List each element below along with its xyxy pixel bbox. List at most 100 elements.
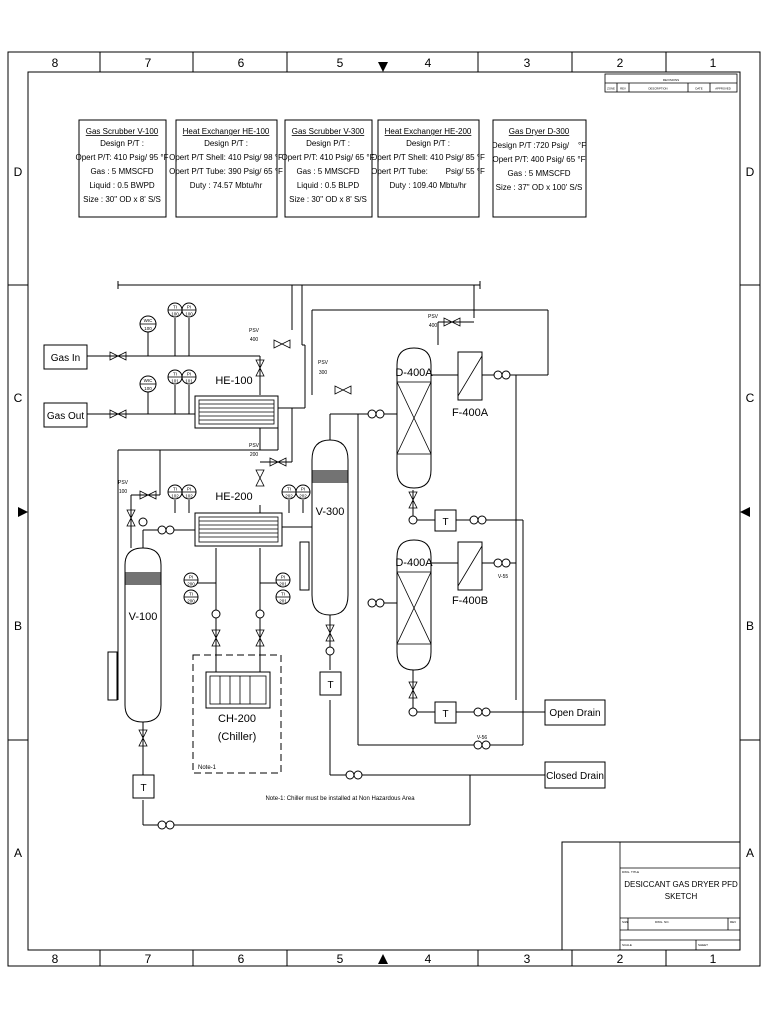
title-block-label: SHEET: [698, 943, 708, 947]
instrument-type: WIC: [144, 318, 153, 323]
valve-tag-v56: V-56: [477, 735, 488, 741]
spec-line: Design P/T :: [306, 139, 350, 148]
instrument-type: PI: [187, 372, 191, 377]
instrument-tag: 100: [144, 326, 152, 331]
instrument-type: TI: [173, 305, 177, 310]
spec-line: Design P/T :720 Psig/ °F: [492, 141, 586, 150]
column-marker: 1: [710, 56, 717, 70]
instrument-type: TI: [281, 592, 285, 597]
row-marker: B: [14, 619, 22, 633]
instrument-pi-200: PI 200: [183, 572, 199, 588]
chiller-note: Note-1: Chiller must be installed at Non…: [265, 796, 415, 802]
spec-line: Liquid : 0.5 BWPD: [89, 181, 155, 190]
row-marker: B: [746, 619, 754, 633]
note-tag: Note-1: [198, 765, 217, 771]
instrument-wic-lower: WIC 100: [139, 375, 157, 393]
spec-box-he100: Heat Exchanger HE-100 Design P/T : Opert…: [169, 119, 283, 218]
equipment-tag: V-100: [129, 611, 158, 623]
spec-line: Gas : 5 MMSCFD: [507, 169, 570, 178]
instrument-ti-200: TI 200: [183, 589, 199, 605]
instrument-ti-201: TI 201: [275, 589, 291, 605]
stream-open-drain: Open Drain: [544, 699, 606, 726]
instrument-type: PI: [281, 575, 285, 580]
column-marker: 4: [425, 56, 432, 70]
column-marker: 2: [617, 952, 624, 966]
instrument-pi-100: PI 100: [181, 302, 197, 318]
equipment-tag: F-400B: [452, 595, 488, 607]
spec-line: Opert P/T: 400 Psig/ 65 °F: [492, 155, 585, 164]
steam-trap-d400b: T: [434, 701, 457, 724]
spec-line: Design P/T :: [406, 139, 450, 148]
equipment-tag: F-400A: [452, 407, 489, 419]
row-marker: D: [746, 165, 755, 179]
instrument-type: TI: [173, 372, 177, 377]
instrument-ti-101: TI 101: [167, 369, 183, 385]
stream-gas-out: Gas Out: [43, 402, 88, 428]
row-marker: C: [746, 391, 755, 405]
instrument-type: PI: [189, 575, 193, 580]
column-marker: 2: [617, 56, 624, 70]
psv-near-he100: PSV 400: [249, 328, 260, 343]
column-marker: 5: [337, 952, 344, 966]
title-block-label: DWG. NO.: [655, 920, 669, 924]
psv-200: PSV 200: [249, 443, 260, 458]
psv-label: PSV: [428, 314, 439, 320]
spec-line: Size : 37" OD x 100' S/S: [496, 183, 583, 192]
column-marker: 7: [145, 952, 152, 966]
trap-label: T: [327, 680, 333, 691]
instrument-tag: 100: [171, 312, 179, 317]
instrument-type: TI: [189, 592, 193, 597]
column-marker: 6: [238, 952, 245, 966]
equipment-tag: V-300: [316, 506, 345, 518]
revision-header: ZONE: [607, 87, 615, 91]
heat-exchanger-he100: HE-100: [194, 375, 279, 429]
title-block-label: SCALE: [622, 943, 632, 947]
equipment-tag: D-400A: [395, 367, 433, 379]
column-markers-bottom: 8 7 6 5 4 3 2 1: [52, 952, 717, 966]
column-marker: 1: [710, 952, 717, 966]
psv-label: PSV: [118, 480, 129, 486]
instrument-type: TI: [173, 487, 177, 492]
spec-box-v300: Gas Scrubber V-300 Design P/T : Opert P/…: [281, 119, 375, 218]
stream-label: Open Drain: [549, 708, 600, 719]
vessel-v300: V-300: [299, 439, 349, 616]
chiller-ch200: CH-200 (Chiller) Note-1: [192, 654, 282, 774]
spec-line: Duty : 109.40 Mbtu/hr: [390, 181, 467, 190]
instrument-type: PI: [301, 487, 305, 492]
instrument-pi-101: PI 101: [181, 369, 197, 385]
instrument-tag: 202: [299, 494, 307, 499]
spec-line: Opert P/T: 410 Psig/ 95 °F: [75, 153, 168, 162]
vessel-v100: V-100: [107, 547, 162, 723]
instrument-tag: 201: [279, 582, 287, 587]
spec-line: Design P/T :: [204, 139, 248, 148]
psv-tag: 400: [429, 323, 438, 329]
equipment-tag: HE-200: [215, 491, 252, 503]
spec-line: Gas Dryer D-300: [509, 127, 570, 136]
psv-tag: 400: [250, 337, 259, 343]
psv-tag: 300: [319, 370, 328, 376]
spec-box-d300: Gas Dryer D-300 Design P/T :720 Psig/ °F…: [492, 119, 587, 218]
instrument-tag: 100: [185, 312, 193, 317]
stream-label: Gas Out: [47, 411, 84, 422]
instrument-tag: 101: [171, 379, 179, 384]
row-marker: C: [14, 391, 23, 405]
instrument-tag: 200: [187, 599, 195, 604]
steam-trap-v100: T: [132, 774, 155, 799]
instrument-tag: 202: [285, 494, 293, 499]
trap-label: T: [140, 783, 146, 794]
spec-box-v100: Gas Scrubber V-100 Design P/T : Opert P/…: [75, 119, 169, 218]
stream-label: Closed Drain: [546, 771, 604, 782]
spec-line: Gas : 5 MMSCFD: [296, 167, 359, 176]
stream-label: Gas In: [51, 353, 80, 364]
instrument-ti-100: TI 100: [167, 302, 183, 318]
drawing-title: DESICCANT GAS DRYER PFD: [624, 880, 738, 889]
steam-trap-d400a: T: [434, 509, 457, 532]
row-markers: D C B A D C B A: [14, 165, 755, 860]
column-marker: 3: [524, 56, 531, 70]
stream-closed-drain: Closed Drain: [544, 761, 606, 789]
spec-line: Opert P/T Tube: 390 Psig/ 65 °F: [169, 167, 283, 176]
spec-line: Gas : 5 MMSCFD: [90, 167, 153, 176]
equipment-tag: HE-100: [215, 375, 252, 387]
instrument-type: TI: [287, 487, 291, 492]
column-marker: 7: [145, 56, 152, 70]
